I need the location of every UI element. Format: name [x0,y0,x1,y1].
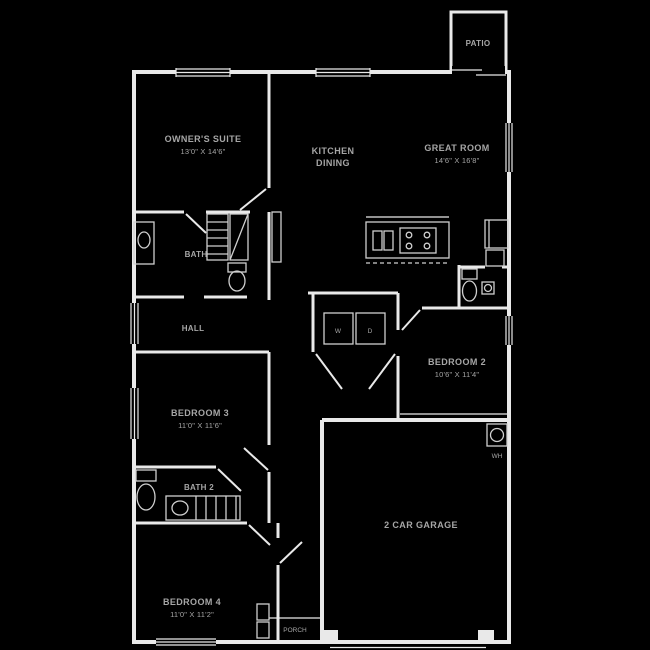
water-heater-label: WH [492,453,503,460]
sink-icon [171,500,189,516]
dryer-icon [355,312,386,345]
window-icon [175,66,231,78]
owner-suite-dims: 13'0" X 14'6" [181,147,226,156]
kitchen-island [365,221,450,259]
bedroom3-dims: 11'0" X 11'6" [178,421,222,430]
patio-label: PATIO [466,39,491,48]
porch-step [256,603,270,621]
bath2-label: BATH 2 [184,483,214,492]
window-icon [503,316,515,345]
door-swings [185,188,421,564]
garage-label: 2 CAR GARAGE [384,520,458,530]
sink-icon [383,230,394,251]
windows [128,66,515,648]
dryer-label: D [368,328,373,335]
great-room-dims: 14'6" X 16'8" [435,156,480,165]
toilet-icon [135,469,157,482]
toilet-icon [461,268,478,280]
kitchen-fixtures [271,211,509,267]
hall-label: HALL [182,324,205,333]
washer-label: W [335,328,342,335]
great-room-label: GREAT ROOM [424,143,489,153]
window-icon [156,636,216,648]
washer-icon [323,312,354,345]
water-heater [486,423,508,447]
sink-icon [137,231,151,249]
garage-pillar [478,630,494,644]
porch-step [256,621,270,639]
garage-pillar [322,630,338,644]
patio: PATIO [449,10,508,78]
bedroom3-label: BEDROOM 3 [171,408,229,418]
vanity [133,221,155,265]
porch-label: PORCH [283,627,307,634]
sink-icon [372,230,383,251]
room-labels: OWNER'S SUITE 13'0" X 14'6" KITCHEN DINI… [163,134,503,634]
bedroom4-label: BEDROOM 4 [163,597,221,607]
counter [271,211,282,263]
closet-shelves [206,213,229,261]
window-icon [128,303,140,344]
bath-label: BATH [185,250,208,259]
bedroom2-label: BEDROOM 2 [428,357,486,367]
sink-icon [481,281,495,295]
range-icon [399,227,437,254]
kitchen-label: KITCHEN [312,146,355,156]
dining-label: DINING [316,158,350,168]
interior-walls [134,72,509,642]
window-icon [315,66,371,78]
bedroom4-dims: 11'0" X 11'2" [170,610,214,619]
window-icon [503,123,515,172]
window-icon [128,388,140,439]
owner-bath-fixtures [133,213,249,292]
porch-details [256,603,322,639]
pantry-cabinet [485,249,505,267]
bath2-fixtures [135,469,241,521]
closet [229,213,249,261]
powder-room-fixtures [461,268,495,302]
sliding-door [452,66,506,78]
toilet-icon [227,262,247,273]
laundry-fixtures: W D [323,312,386,345]
garage-details [322,423,508,649]
vanity [165,495,241,521]
owner-suite-label: OWNER'S SUITE [165,134,242,144]
bedroom2-dims: 10'6" X 11'4" [435,370,480,379]
fridge-icon [484,219,509,249]
